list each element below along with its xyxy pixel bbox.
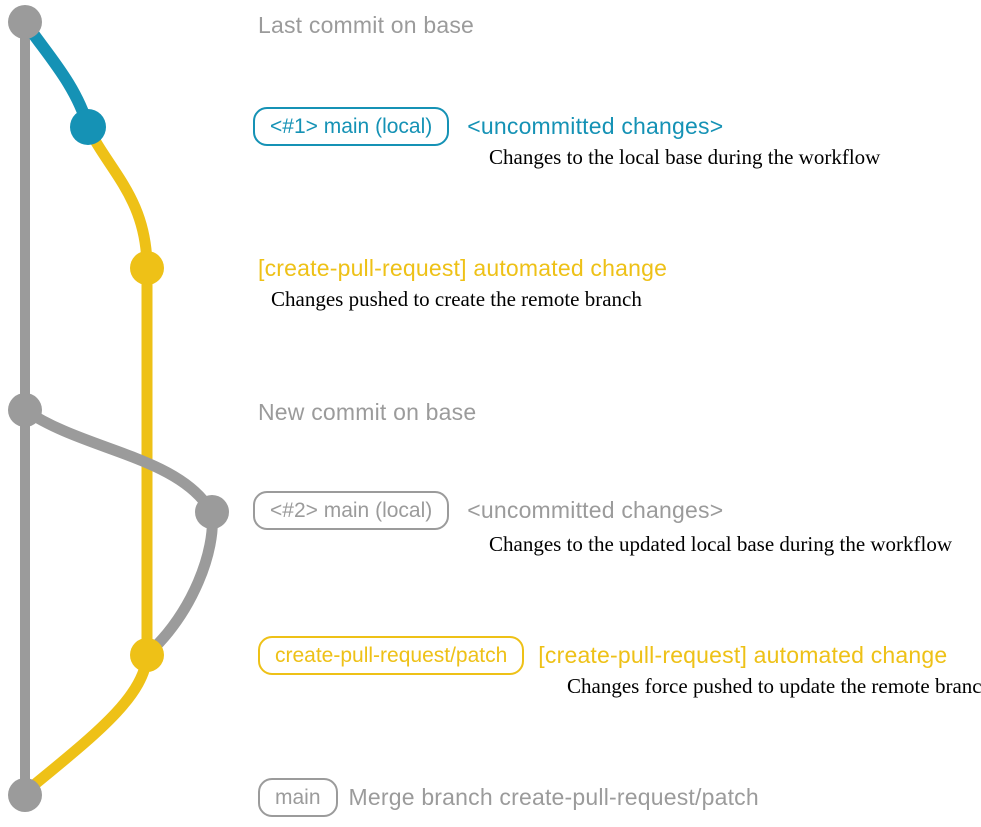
uncommitted-changes-1-description: Changes to the local base during the wor…: [489, 145, 881, 169]
main-local-2-row: <#2> main (local) <uncommitted changes>: [253, 491, 724, 531]
git-graph: [8, 5, 229, 812]
automated-change-2-description: Changes force pushed to update the remot…: [567, 674, 981, 698]
main-local-2-branch-badge: <#2> main (local): [253, 491, 450, 531]
automated-change-1-message: [create-pull-request] automated change: [258, 255, 668, 281]
patch-branch-row: create-pull-request/patch [create-pull-r…: [258, 636, 948, 676]
commit-dot-automated-change-1: [130, 251, 164, 285]
commit-dot-main-local-2: [195, 495, 229, 529]
main-local-1-row: <#1> main (local) <uncommitted changes>: [253, 107, 724, 147]
main-local-2-branch-edge: [19, 404, 218, 658]
uncommitted-changes-2-label: <uncommitted changes>: [467, 496, 724, 523]
uncommitted-changes-2-description: Changes to the updated local base during…: [489, 532, 953, 556]
main-branch-badge: main: [258, 778, 338, 818]
merge-branch-edge: [22, 649, 153, 796]
merge-commit-message: Merge branch create-pull-request/patch: [348, 783, 759, 810]
merge-row: main Merge branch create-pull-request/pa…: [258, 778, 759, 818]
last-commit-on-base-label: Last commit on base: [258, 12, 475, 38]
new-commit-on-base-label: New commit on base: [258, 399, 477, 425]
automated-change-2-message: [create-pull-request] automated change: [538, 641, 948, 668]
uncommitted-changes-1-label: <uncommitted changes>: [467, 112, 724, 139]
commit-dot-automated-change-2: [130, 638, 164, 672]
commit-dot-main-local-1: [70, 109, 106, 145]
patch-branch-badge: create-pull-request/patch: [258, 636, 525, 676]
commit-dot-last-base: [8, 5, 42, 39]
create-pull-request-branch-line: [82, 121, 153, 661]
commit-dot-merge: [8, 778, 42, 812]
commit-dot-new-base: [8, 393, 42, 427]
automated-change-1-description: Changes pushed to create the remote bran…: [271, 287, 642, 311]
main-local-1-branch-badge: <#1> main (local): [253, 107, 450, 147]
main-local-1-branch-edge: [19, 16, 94, 133]
